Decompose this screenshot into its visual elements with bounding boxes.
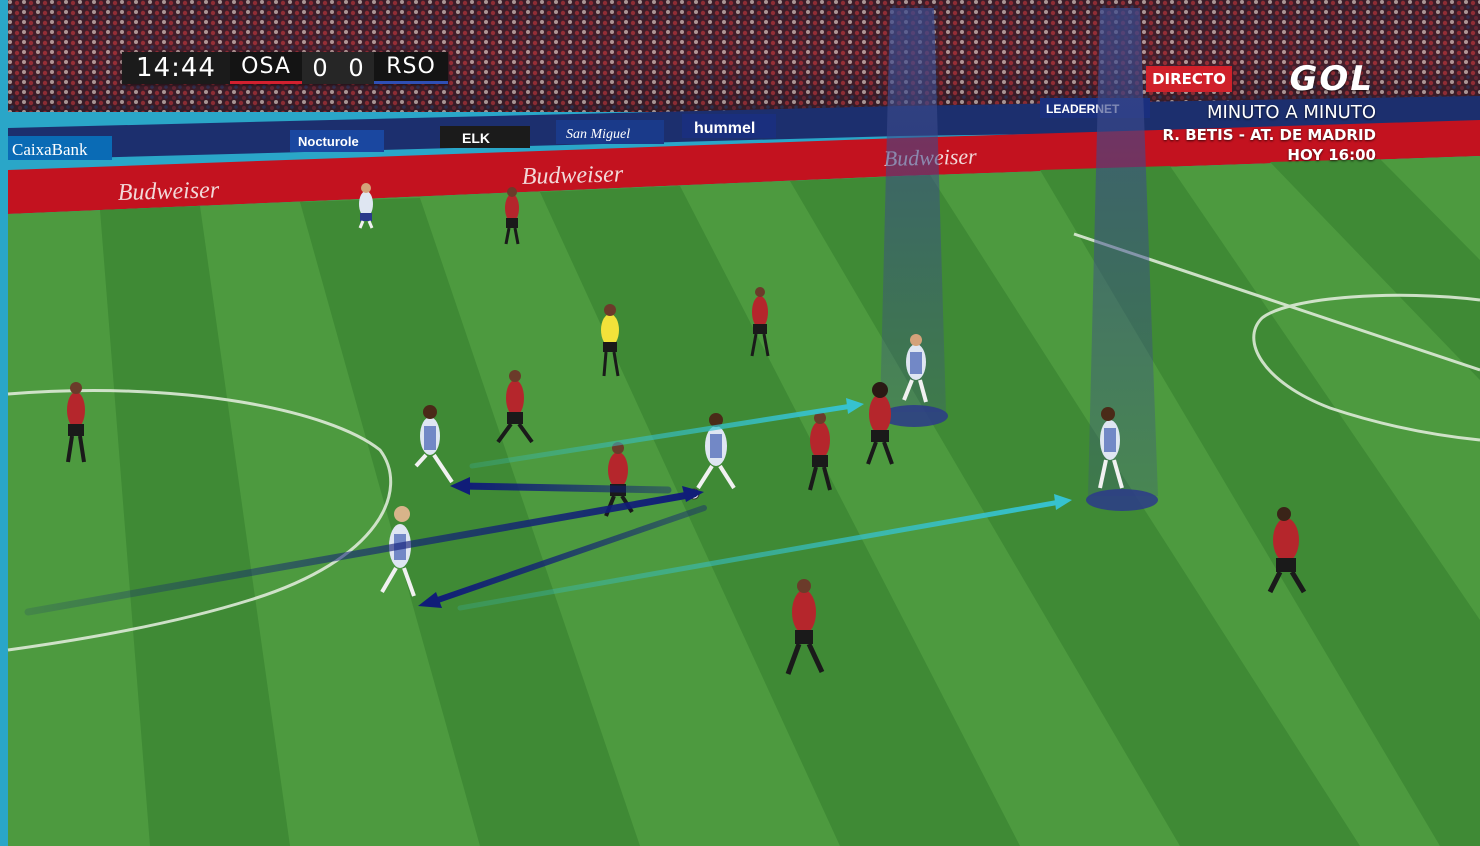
home-team-abbr: OSA — [230, 52, 302, 84]
away-player — [414, 405, 454, 484]
promo-match: R. BETIS - AT. DE MADRID — [1162, 126, 1376, 144]
arrow-dark-blue-icon — [450, 477, 672, 495]
promo-time: HOY 16:00 — [1287, 146, 1376, 164]
away-team-abbr: RSO — [374, 52, 448, 84]
home-player — [496, 370, 534, 444]
arrow-dark-blue-icon — [24, 486, 704, 616]
away-player — [1098, 407, 1124, 489]
channel-logo: GOL — [1289, 59, 1374, 99]
pitch-stripe — [1270, 159, 1480, 380]
away-player — [696, 413, 736, 490]
away-player — [902, 334, 928, 403]
ad-board-elk — [440, 126, 530, 148]
scoreboard: 14:44 OSA 0 0 RSO — [122, 52, 448, 84]
player-spotlight-icon — [880, 8, 948, 427]
ad-board-label: San Miguel — [566, 127, 630, 142]
ad-board-label: ELK — [462, 130, 490, 146]
ad-board-label: CaixaBank — [12, 140, 88, 159]
live-badge: DIRECTO — [1146, 66, 1232, 92]
ad-board-hummel — [682, 114, 776, 138]
home-score: 0 — [302, 52, 338, 84]
away-player — [358, 183, 374, 229]
pitch-stripe — [300, 198, 640, 846]
pitch-stripe — [540, 186, 1020, 846]
match-clock: 14:44 — [122, 52, 230, 84]
home-player — [504, 187, 520, 245]
arrow-cyan-icon — [469, 398, 864, 469]
ad-board-label: hummel — [694, 120, 755, 137]
pitch-stripe — [100, 206, 290, 846]
home-player — [866, 382, 894, 465]
home-player — [66, 382, 86, 463]
ad-board-label: Nocturole — [298, 134, 359, 149]
arrow-dark-blue-icon — [418, 505, 707, 608]
away-score: 0 — [338, 52, 374, 84]
ad-board-san-miguel — [556, 120, 664, 144]
ad-board-nocturole — [290, 130, 384, 152]
home-player — [808, 412, 832, 491]
arrow-cyan-icon — [457, 494, 1072, 611]
home-player — [1267, 507, 1307, 594]
home-player — [750, 287, 770, 357]
ad-board-caixabank — [8, 136, 112, 160]
ad-board-budweiser: Budweiser — [117, 177, 220, 206]
player-spotlight-icon — [1086, 8, 1158, 511]
promo-title: MINUTO A MINUTO — [1206, 102, 1376, 123]
referee — [601, 304, 620, 377]
players — [66, 183, 1307, 675]
ad-board-budweiser: Budweiser — [521, 161, 624, 190]
broadcaster-overlay: DIRECTO GOL MINUTO A MINUTO R. BETIS - A… — [1146, 62, 1376, 166]
home-player — [785, 579, 825, 675]
